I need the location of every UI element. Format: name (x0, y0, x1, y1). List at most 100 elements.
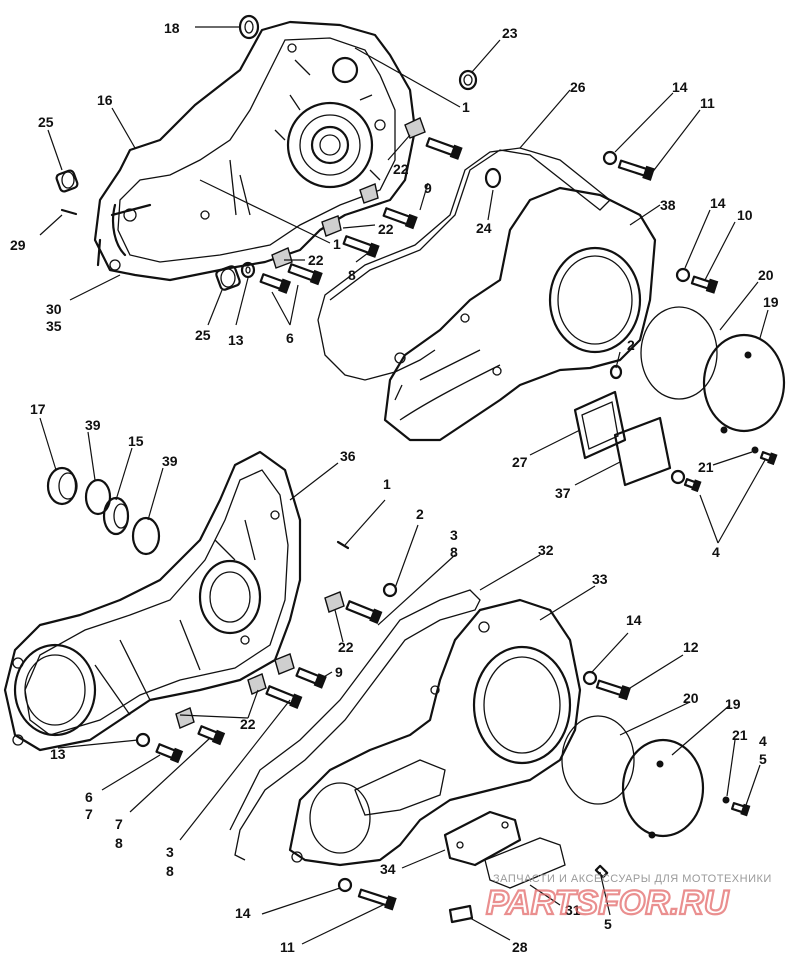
bearing-25-lower (215, 265, 241, 291)
callout: 16 (97, 92, 113, 108)
retaining-ring-39-b (131, 516, 161, 556)
callout: 22 (393, 161, 409, 177)
outer-primary-cover-38 (383, 186, 657, 442)
callout: 8 (450, 544, 458, 560)
lock-tabs-22-bottom (175, 591, 345, 729)
callout: 8 (348, 267, 356, 283)
leader-lines (39, 26, 769, 945)
bearing-17 (46, 466, 78, 506)
callout: 37 (555, 485, 571, 501)
callout: 13 (228, 332, 244, 348)
cover-19-top (702, 333, 786, 434)
callout-numbers: 18 23 1 26 16 25 14 11 22 9 22 1 24 38 1… (10, 20, 779, 955)
callout: 18 (164, 20, 180, 36)
callout: 9 (424, 180, 432, 196)
bottom-bolts (155, 600, 751, 911)
inner-primary-housing-top (93, 20, 417, 282)
ring-20-bottom (561, 715, 635, 805)
callout: 39 (162, 453, 178, 469)
bushing-23 (458, 69, 478, 91)
callout: 14 (235, 905, 251, 921)
watermark-logo: PARTSFOR.RU (486, 884, 730, 922)
callout: 4 (712, 544, 720, 560)
callout: 15 (128, 433, 144, 449)
callout: 14 (626, 612, 642, 628)
callout: 6 (85, 789, 93, 805)
inspection-cover-37 (613, 416, 672, 487)
gasket-32 (229, 589, 481, 861)
watermark-tagline: ЗАПЧАСТИ И АКСЕССУАРЫ ДЛЯ МОТОТЕХНИКИ (493, 873, 772, 885)
lock-tabs-22-top (271, 117, 426, 269)
callout: 13 (50, 746, 66, 762)
callout: 6 (286, 330, 294, 346)
callout: 11 (280, 939, 295, 955)
callout: 29 (10, 237, 26, 253)
callout: 20 (758, 267, 774, 283)
callout: 22 (240, 716, 256, 732)
callout: 36 (340, 448, 356, 464)
pin-29 (60, 208, 78, 216)
retaining-ring-39-a (84, 478, 112, 516)
callout: 1 (383, 476, 391, 492)
callout: 5 (604, 916, 612, 932)
callout: 28 (512, 939, 528, 955)
callout: 20 (683, 690, 699, 706)
callout: 14 (672, 79, 688, 95)
callout: 31 (565, 902, 581, 918)
callout: 7 (85, 806, 93, 822)
derby-cover-34 (443, 810, 522, 867)
callout: 23 (502, 25, 518, 41)
callout: 26 (570, 79, 586, 95)
washer-13-top (240, 261, 256, 279)
cover-19-bottom (621, 738, 705, 839)
callout: 3 (450, 527, 458, 543)
callout: 24 (476, 220, 492, 236)
dowel-pin-24 (484, 167, 502, 189)
callout: 14 (710, 195, 726, 211)
callout: 32 (538, 542, 554, 558)
outer-primary-cover-33 (288, 598, 582, 867)
gasket-31 (484, 837, 566, 889)
callout: 22 (378, 221, 394, 237)
bearing-25-upper (55, 169, 79, 193)
bearing-15 (102, 496, 130, 536)
plate-28 (448, 904, 474, 924)
callout: 17 (30, 401, 46, 417)
callout: 8 (166, 863, 174, 879)
callout: 22 (308, 252, 324, 268)
small-hardware-bottom (135, 540, 730, 893)
callout: 4 (759, 733, 767, 749)
inspection-cover-27 (573, 390, 627, 460)
callout: 39 (85, 417, 101, 433)
callout: 11 (700, 95, 715, 111)
ring-20-top (640, 306, 718, 400)
watermark: ЗАПЧАСТИ И АКСЕССУАРЫ ДЛЯ МОТОТЕХНИКИ PA… (485, 873, 772, 923)
callout: 21 (732, 727, 748, 743)
callout: 25 (195, 327, 211, 343)
callout: 1 (333, 236, 341, 252)
callout: 9 (335, 664, 343, 680)
callout: 2 (627, 337, 635, 353)
callout: 3 (166, 844, 174, 860)
callout: 2 (416, 506, 424, 522)
callout: 19 (725, 696, 741, 712)
seal-18 (238, 14, 260, 40)
callout: 33 (592, 571, 608, 587)
callout: 10 (737, 207, 753, 223)
top-bolts (259, 137, 719, 294)
callout: 21 (698, 459, 714, 475)
callout: 8 (115, 835, 123, 851)
callout: 1 (462, 99, 470, 115)
callout: 12 (683, 639, 699, 655)
callout: 34 (380, 861, 396, 877)
callout: 25 (38, 114, 54, 130)
callout: 5 (759, 751, 767, 767)
callout: 7 (115, 816, 123, 832)
callout: 38 (660, 197, 676, 213)
callout: 27 (512, 454, 528, 470)
callout: 30 (46, 301, 62, 317)
gasket-26 (317, 147, 611, 381)
small-hardware-top (602, 150, 778, 493)
callout: 19 (763, 294, 779, 310)
